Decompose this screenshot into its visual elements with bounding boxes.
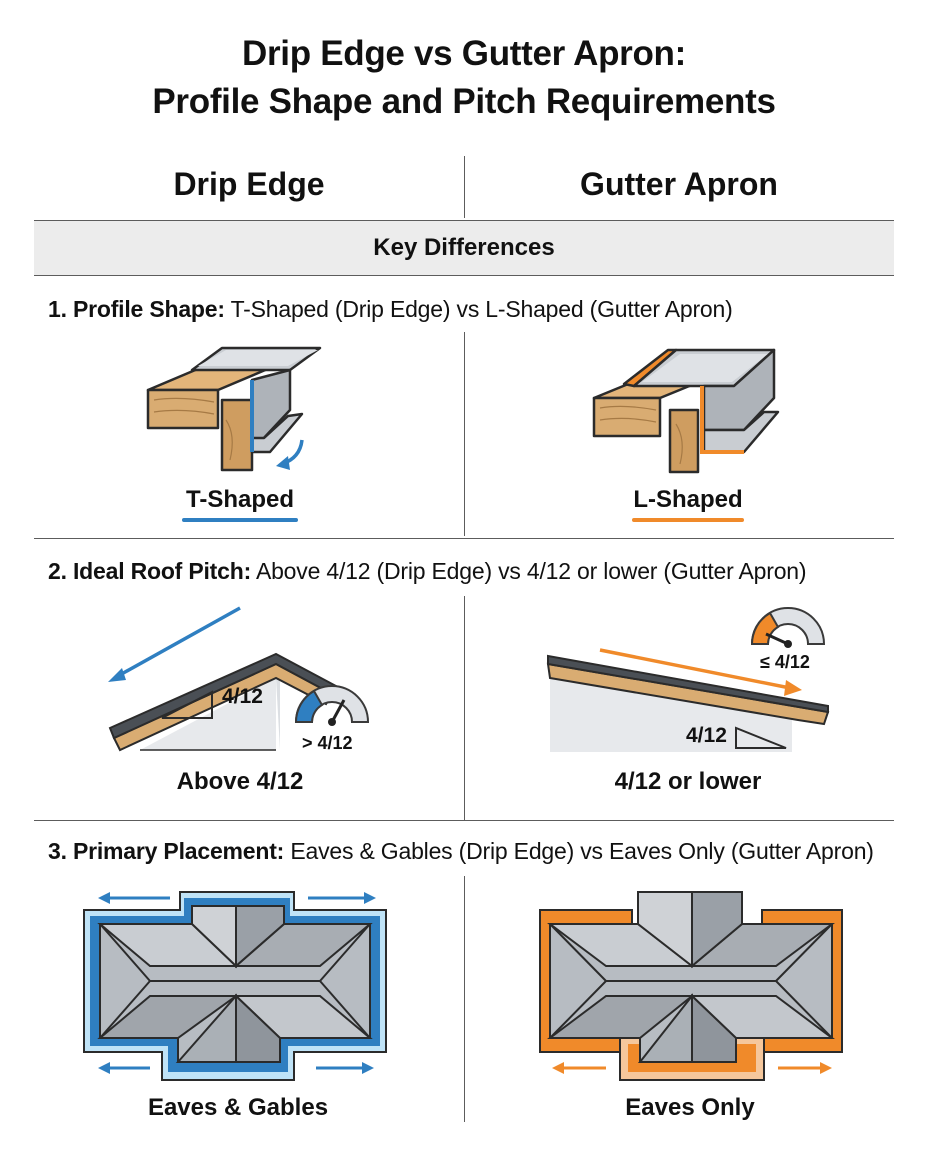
column-header-gutter-apron: Gutter Apron [580,166,778,202]
low-slope-label: 4/12 [686,724,727,747]
low-slope-roof-illustration [546,648,830,752]
steep-slope-label: 4/12 [222,685,263,708]
eaves-and-gables-caption: Eaves & Gables [147,1094,329,1121]
header-divider [464,156,465,218]
steep-gauge-label: > 4/12 [302,733,353,753]
section-1-bottom-rule [34,538,894,539]
key-differences-band: Key Differences [34,220,894,276]
section-3-divider [464,876,465,1122]
low-gauge-label: ≤ 4/12 [760,652,810,672]
l-shaped-underline [632,518,744,522]
section-1-text: T-Shaped (Drip Edge) vs L-Shaped (Gutter… [224,296,733,322]
section-1-label: 1. Profile Shape: [48,296,225,322]
column-header-drip-edge: Drip Edge [173,166,325,202]
section-3-heading: 3. Primary Placement: Eaves & Gables (Dr… [48,838,874,865]
title-line-1: Drip Edge vs Gutter Apron: [242,34,686,73]
gutter-apron-profile-illustration [592,348,780,474]
eaves-only-roof-plan [539,891,843,1081]
eaves-only-caption: Eaves Only [625,1094,755,1121]
eaves-and-gables-roof-plan [83,891,387,1081]
section-1-divider [464,332,465,536]
section-3-text: Eaves & Gables (Drip Edge) vs Eaves Only… [284,838,874,864]
section-2-text: Above 4/12 (Drip Edge) vs 4/12 or lower … [251,558,807,584]
section-2-divider [464,596,465,820]
4-12-or-lower-caption: 4/12 or lower [614,768,762,795]
t-shaped-caption: T-Shaped [185,486,294,513]
steep-pitch-gauge-icon [294,685,370,726]
section-3-label: 3. Primary Placement: [48,838,285,864]
steep-roof-illustration [108,606,338,752]
section-2-label: 2. Ideal Roof Pitch: [48,558,252,584]
page-title: Drip Edge vs Gutter Apron: Profile Shape… [0,30,928,126]
section-1-heading: 1. Profile Shape: T-Shaped (Drip Edge) v… [48,296,733,323]
t-shaped-underline [182,518,298,522]
l-shaped-caption: L-Shaped [633,486,743,513]
title-line-2: Profile Shape and Pitch Requirements [152,82,776,121]
key-differences-label: Key Differences [373,234,555,261]
drip-edge-profile-illustration [146,346,322,472]
above-4-12-caption: Above 4/12 [176,768,304,795]
low-pitch-gauge-icon [750,607,826,648]
section-2-bottom-rule [34,820,894,821]
section-2-heading: 2. Ideal Roof Pitch: Above 4/12 (Drip Ed… [48,558,807,585]
